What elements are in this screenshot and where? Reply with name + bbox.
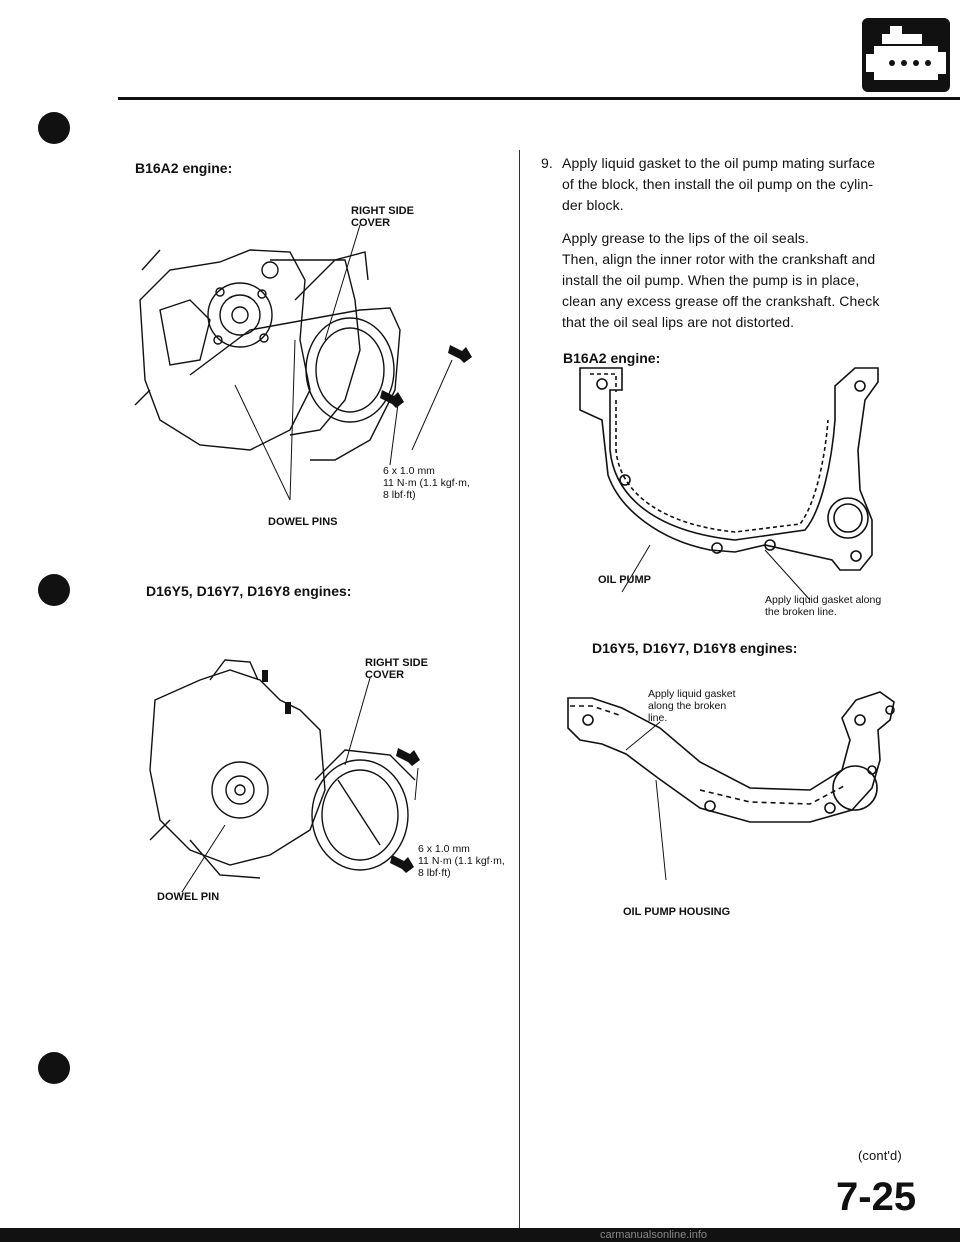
page-number: 7-25 xyxy=(836,1175,917,1219)
step-text-line-3: der block. xyxy=(562,197,624,213)
label-bolt-spec-2b: 11 N·m (1.1 kgf·m, xyxy=(418,855,505,867)
gasket-note-2c: line. xyxy=(648,712,668,724)
continued-note: (cont'd) xyxy=(858,1148,902,1163)
label-oil-pump: OIL PUMP xyxy=(598,574,651,586)
figure-b16a2-gasket xyxy=(560,360,900,640)
label-bolt-spec-1c: 8 lbf·ft) xyxy=(383,489,416,501)
label-right-side-cover-2a: RIGHT SIDE xyxy=(365,657,428,669)
step-text-line-7: clean any excess grease off the cranksha… xyxy=(562,293,880,309)
footer-bar xyxy=(0,1228,960,1242)
heading-d16-right: D16Y5, D16Y7, D16Y8 engines: xyxy=(592,640,798,656)
heading-b16a2-left: B16A2 engine: xyxy=(135,160,233,176)
label-right-side-cover-2b: COVER xyxy=(365,669,405,681)
header-rule xyxy=(118,97,960,100)
label-oil-pump-housing: OIL PUMP HOUSING xyxy=(623,906,731,918)
heading-b16a2-right: B16A2 engine: xyxy=(563,350,661,366)
label-dowel-pin: DOWEL PIN xyxy=(157,891,220,903)
label-dowel-pins: DOWEL PINS xyxy=(268,516,338,528)
step-text-line-1: Apply liquid gasket to the oil pump mati… xyxy=(562,155,876,171)
step-text-line-2: of the block, then install the oil pump … xyxy=(562,176,874,192)
binder-hole xyxy=(38,1052,70,1084)
binder-hole xyxy=(38,112,70,144)
label-bolt-spec-1b: 11 N·m (1.1 kgf·m, xyxy=(383,477,470,489)
gasket-note-1a: Apply liquid gasket along xyxy=(765,594,882,606)
step-text-line-6: install the oil pump. When the pump is i… xyxy=(562,272,860,288)
engine-section-icon xyxy=(862,18,950,92)
gasket-note-2a: Apply liquid gasket xyxy=(648,688,736,700)
label-bolt-spec-1a: 6 x 1.0 mm xyxy=(383,465,435,477)
step-number: 9. xyxy=(541,155,553,171)
heading-d16-left: D16Y5, D16Y7, D16Y8 engines: xyxy=(146,583,352,599)
step-text-line-4: Apply grease to the lips of the oil seal… xyxy=(562,230,810,246)
figure-d16-gasket xyxy=(560,670,900,900)
gasket-note-2b: along the broken xyxy=(648,700,727,712)
column-divider xyxy=(519,150,520,1235)
step-text-line-5: Then, align the inner rotor with the cra… xyxy=(562,251,876,267)
label-bolt-spec-2c: 8 lbf·ft) xyxy=(418,867,451,879)
label-right-side-cover-1a: RIGHT SIDE xyxy=(351,205,414,217)
watermark: carmanualsonline.info xyxy=(600,1229,708,1241)
gasket-note-1b: the broken line. xyxy=(765,606,837,618)
label-right-side-cover-1b: COVER xyxy=(351,217,391,229)
figure-b16a2-right-side-cover xyxy=(130,190,510,540)
step-text-line-8: that the oil seal lips are not distorted… xyxy=(562,314,795,330)
binder-hole xyxy=(38,574,70,606)
figure-d16-right-side-cover xyxy=(130,640,510,900)
label-bolt-spec-2a: 6 x 1.0 mm xyxy=(418,843,470,855)
